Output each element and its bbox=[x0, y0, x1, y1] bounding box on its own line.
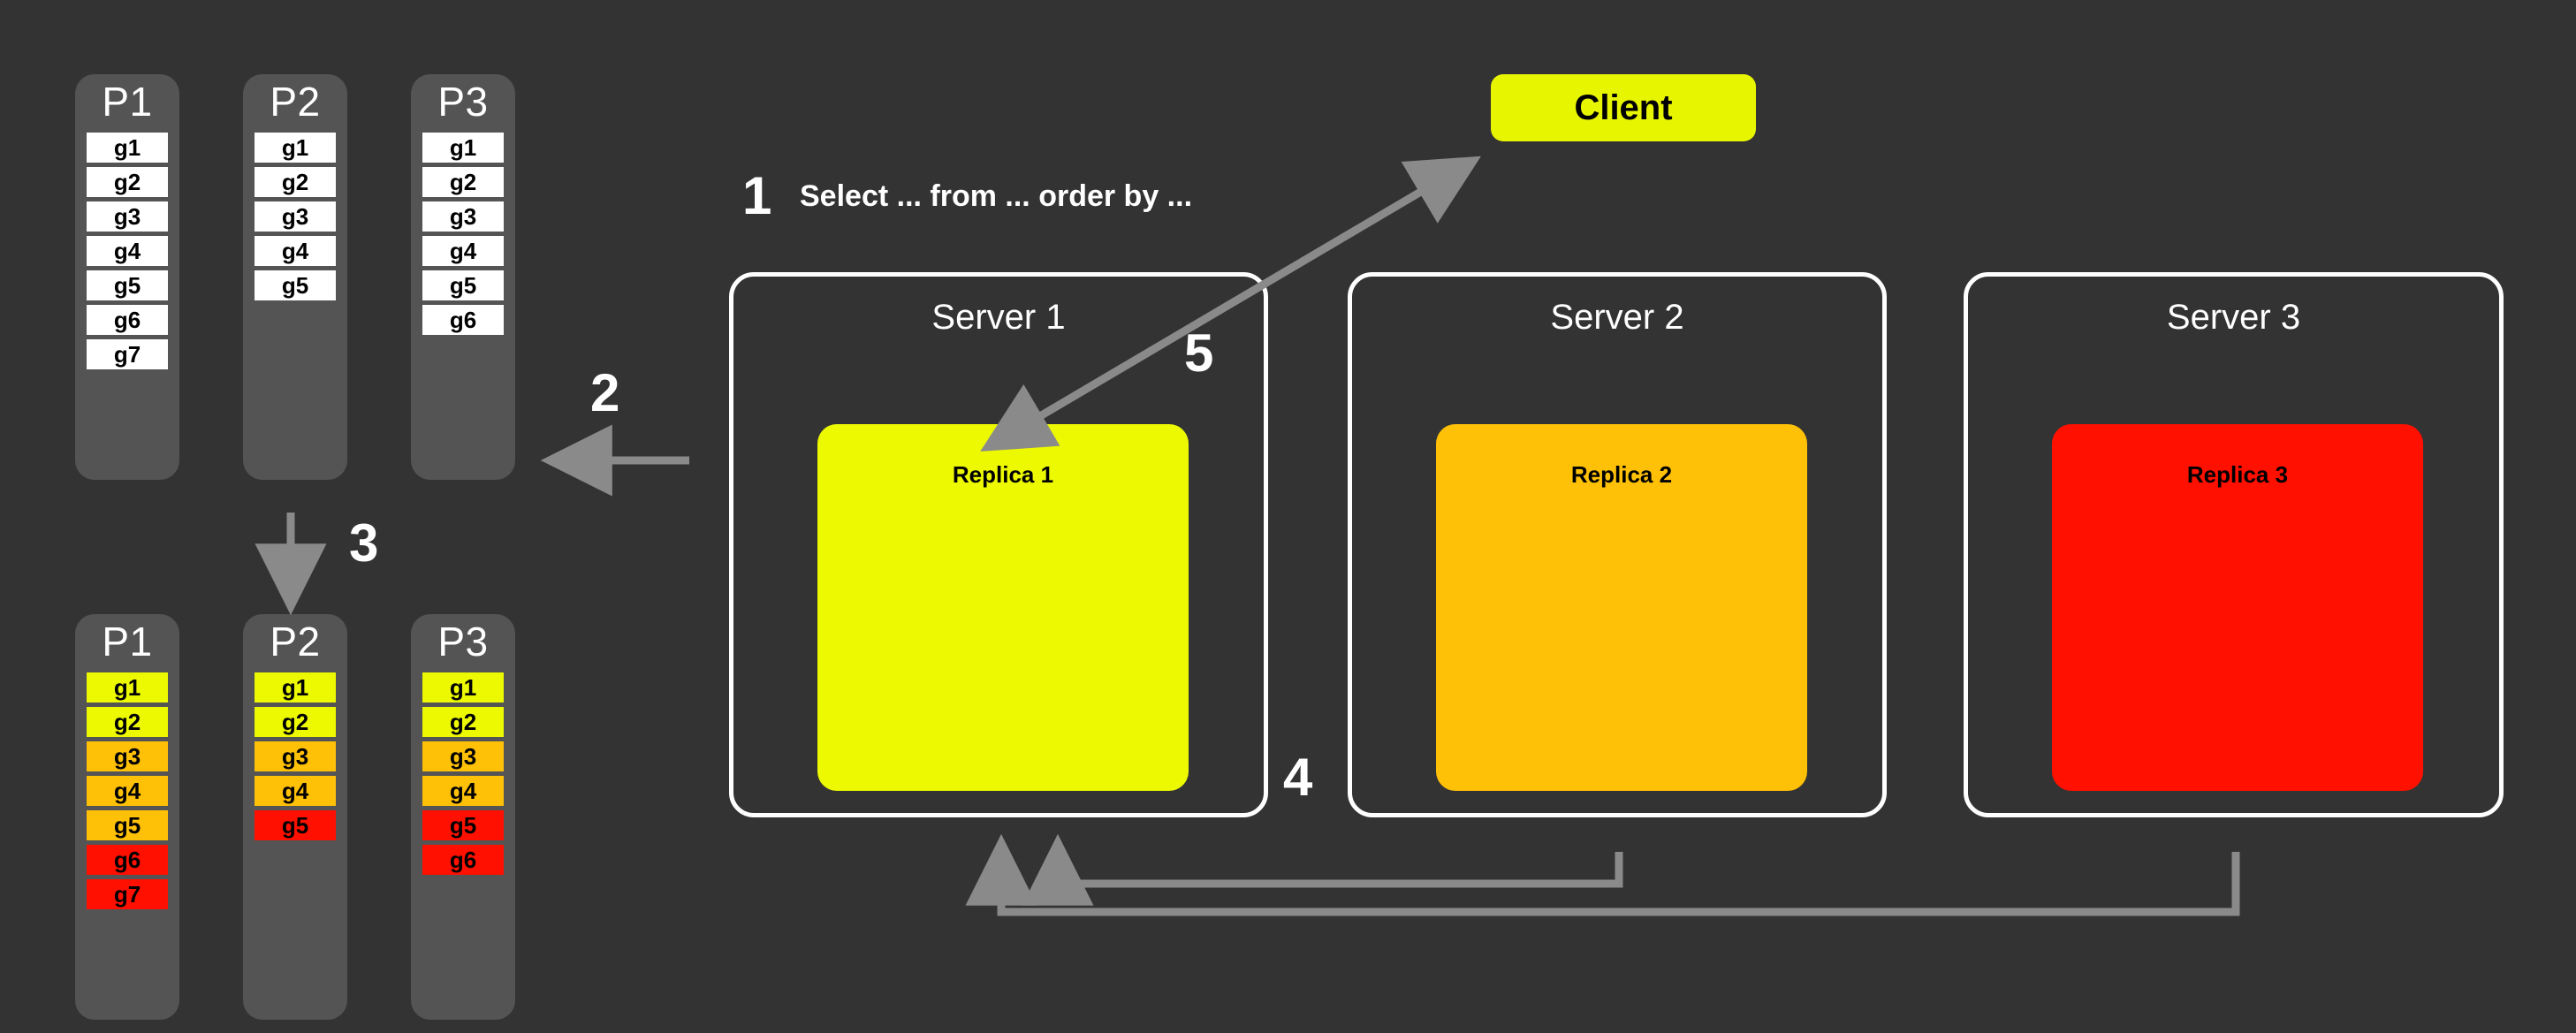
client-label: Client bbox=[1574, 88, 1673, 127]
partition-cell: g6 bbox=[87, 845, 168, 875]
partition-cells: g1 g2 g3 g4 g5 g6 g7 bbox=[87, 133, 168, 374]
partition-cell: g5 bbox=[422, 270, 504, 300]
partition-title: P1 bbox=[102, 79, 153, 125]
partition-cell: g5 bbox=[255, 270, 336, 300]
partition-cell: g1 bbox=[87, 133, 168, 163]
partition-cell: g5 bbox=[422, 810, 504, 840]
partition-cell: g3 bbox=[87, 201, 168, 232]
partition-cell: g4 bbox=[255, 236, 336, 266]
partition-cell: g3 bbox=[422, 201, 504, 232]
partition-cell: g1 bbox=[87, 672, 168, 703]
replica-label: Replica 2 bbox=[1570, 461, 1673, 488]
partition-title: P3 bbox=[437, 619, 489, 665]
partition-cell: g6 bbox=[422, 845, 504, 875]
partition-cell: g5 bbox=[87, 270, 168, 300]
partition-cell: g1 bbox=[422, 672, 504, 703]
step-number-2: 2 bbox=[590, 363, 620, 422]
partition-cells: g1 g2 g3 g4 g5 g6 bbox=[422, 672, 504, 879]
partition-cell: g3 bbox=[87, 741, 168, 771]
replica-box-1: Replica 1 bbox=[817, 424, 1189, 791]
partition-column-p3-after: P3 g1 g2 g3 g4 g5 g6 bbox=[411, 614, 515, 1020]
partition-column-p1-after: P1 g1 g2 g3 g4 g5 g6 g7 bbox=[75, 614, 179, 1020]
server-box-1: Server 1 Replica 1 bbox=[729, 272, 1268, 817]
partition-cell: g3 bbox=[255, 741, 336, 771]
partition-title: P3 bbox=[437, 79, 489, 125]
partition-column-p2-after: P2 g1 g2 g3 g4 g5 bbox=[243, 614, 347, 1020]
partition-cell: g6 bbox=[422, 305, 504, 335]
partition-cell: g2 bbox=[87, 707, 168, 737]
partition-title: P2 bbox=[270, 619, 321, 665]
partition-cell: g1 bbox=[422, 133, 504, 163]
replica-box-3: Replica 3 bbox=[2052, 424, 2423, 791]
partition-cell: g4 bbox=[255, 776, 336, 806]
partition-cell: g1 bbox=[255, 672, 336, 703]
partition-cell: g6 bbox=[87, 305, 168, 335]
partition-title: P1 bbox=[102, 619, 153, 665]
step-number-3: 3 bbox=[349, 513, 379, 573]
client-box[interactable]: Client bbox=[1491, 74, 1756, 141]
server-title: Server 1 bbox=[931, 298, 1066, 337]
partition-cells: g1 g2 g3 g4 g5 g6 bbox=[422, 133, 504, 339]
partition-cell: g5 bbox=[255, 810, 336, 840]
partition-column-p3-before: P3 g1 g2 g3 g4 g5 g6 bbox=[411, 74, 515, 480]
replica-label: Replica 3 bbox=[2186, 461, 2289, 488]
arrow-server2-to-server1 bbox=[1022, 833, 1623, 906]
partition-cells: g1 g2 g3 g4 g5 bbox=[255, 672, 336, 845]
partition-column-p2-before: P2 g1 g2 g3 g4 g5 bbox=[243, 74, 347, 480]
partition-column-p1-before: P1 g1 g2 g3 g4 g5 g6 g7 bbox=[75, 74, 179, 480]
query-label: Select ... from ... order by ... bbox=[800, 179, 1193, 213]
partition-cell: g7 bbox=[87, 339, 168, 369]
server-title: Server 3 bbox=[2166, 298, 2301, 337]
partition-cell: g7 bbox=[87, 879, 168, 909]
partition-cell: g2 bbox=[422, 707, 504, 737]
partition-cell: g4 bbox=[87, 236, 168, 266]
server-box-3: Server 3 Replica 3 bbox=[1964, 272, 2504, 817]
step-number-4: 4 bbox=[1283, 748, 1313, 807]
partition-cell: g5 bbox=[87, 810, 168, 840]
partition-cell: g4 bbox=[87, 776, 168, 806]
partition-cell: g3 bbox=[255, 201, 336, 232]
step-number-1: 1 bbox=[742, 166, 772, 225]
partition-cell: g2 bbox=[255, 167, 336, 197]
server-box-2: Server 2 Replica 2 bbox=[1348, 272, 1887, 817]
partition-cells: g1 g2 g3 g4 g5 g6 g7 bbox=[87, 672, 168, 914]
partition-title: P2 bbox=[270, 79, 321, 125]
arrow-server3-to-server1 bbox=[965, 833, 2240, 916]
partition-cell: g2 bbox=[87, 167, 168, 197]
partition-cell: g3 bbox=[422, 741, 504, 771]
partition-cell: g2 bbox=[422, 167, 504, 197]
server-title: Server 2 bbox=[1550, 298, 1684, 337]
partition-cell: g4 bbox=[422, 776, 504, 806]
replica-label: Replica 1 bbox=[952, 461, 1054, 488]
partition-cell: g1 bbox=[255, 133, 336, 163]
partition-cell: g4 bbox=[422, 236, 504, 266]
partition-cell: g2 bbox=[255, 707, 336, 737]
partition-cells: g1 g2 g3 g4 g5 bbox=[255, 133, 336, 305]
replica-box-2: Replica 2 bbox=[1436, 424, 1807, 791]
